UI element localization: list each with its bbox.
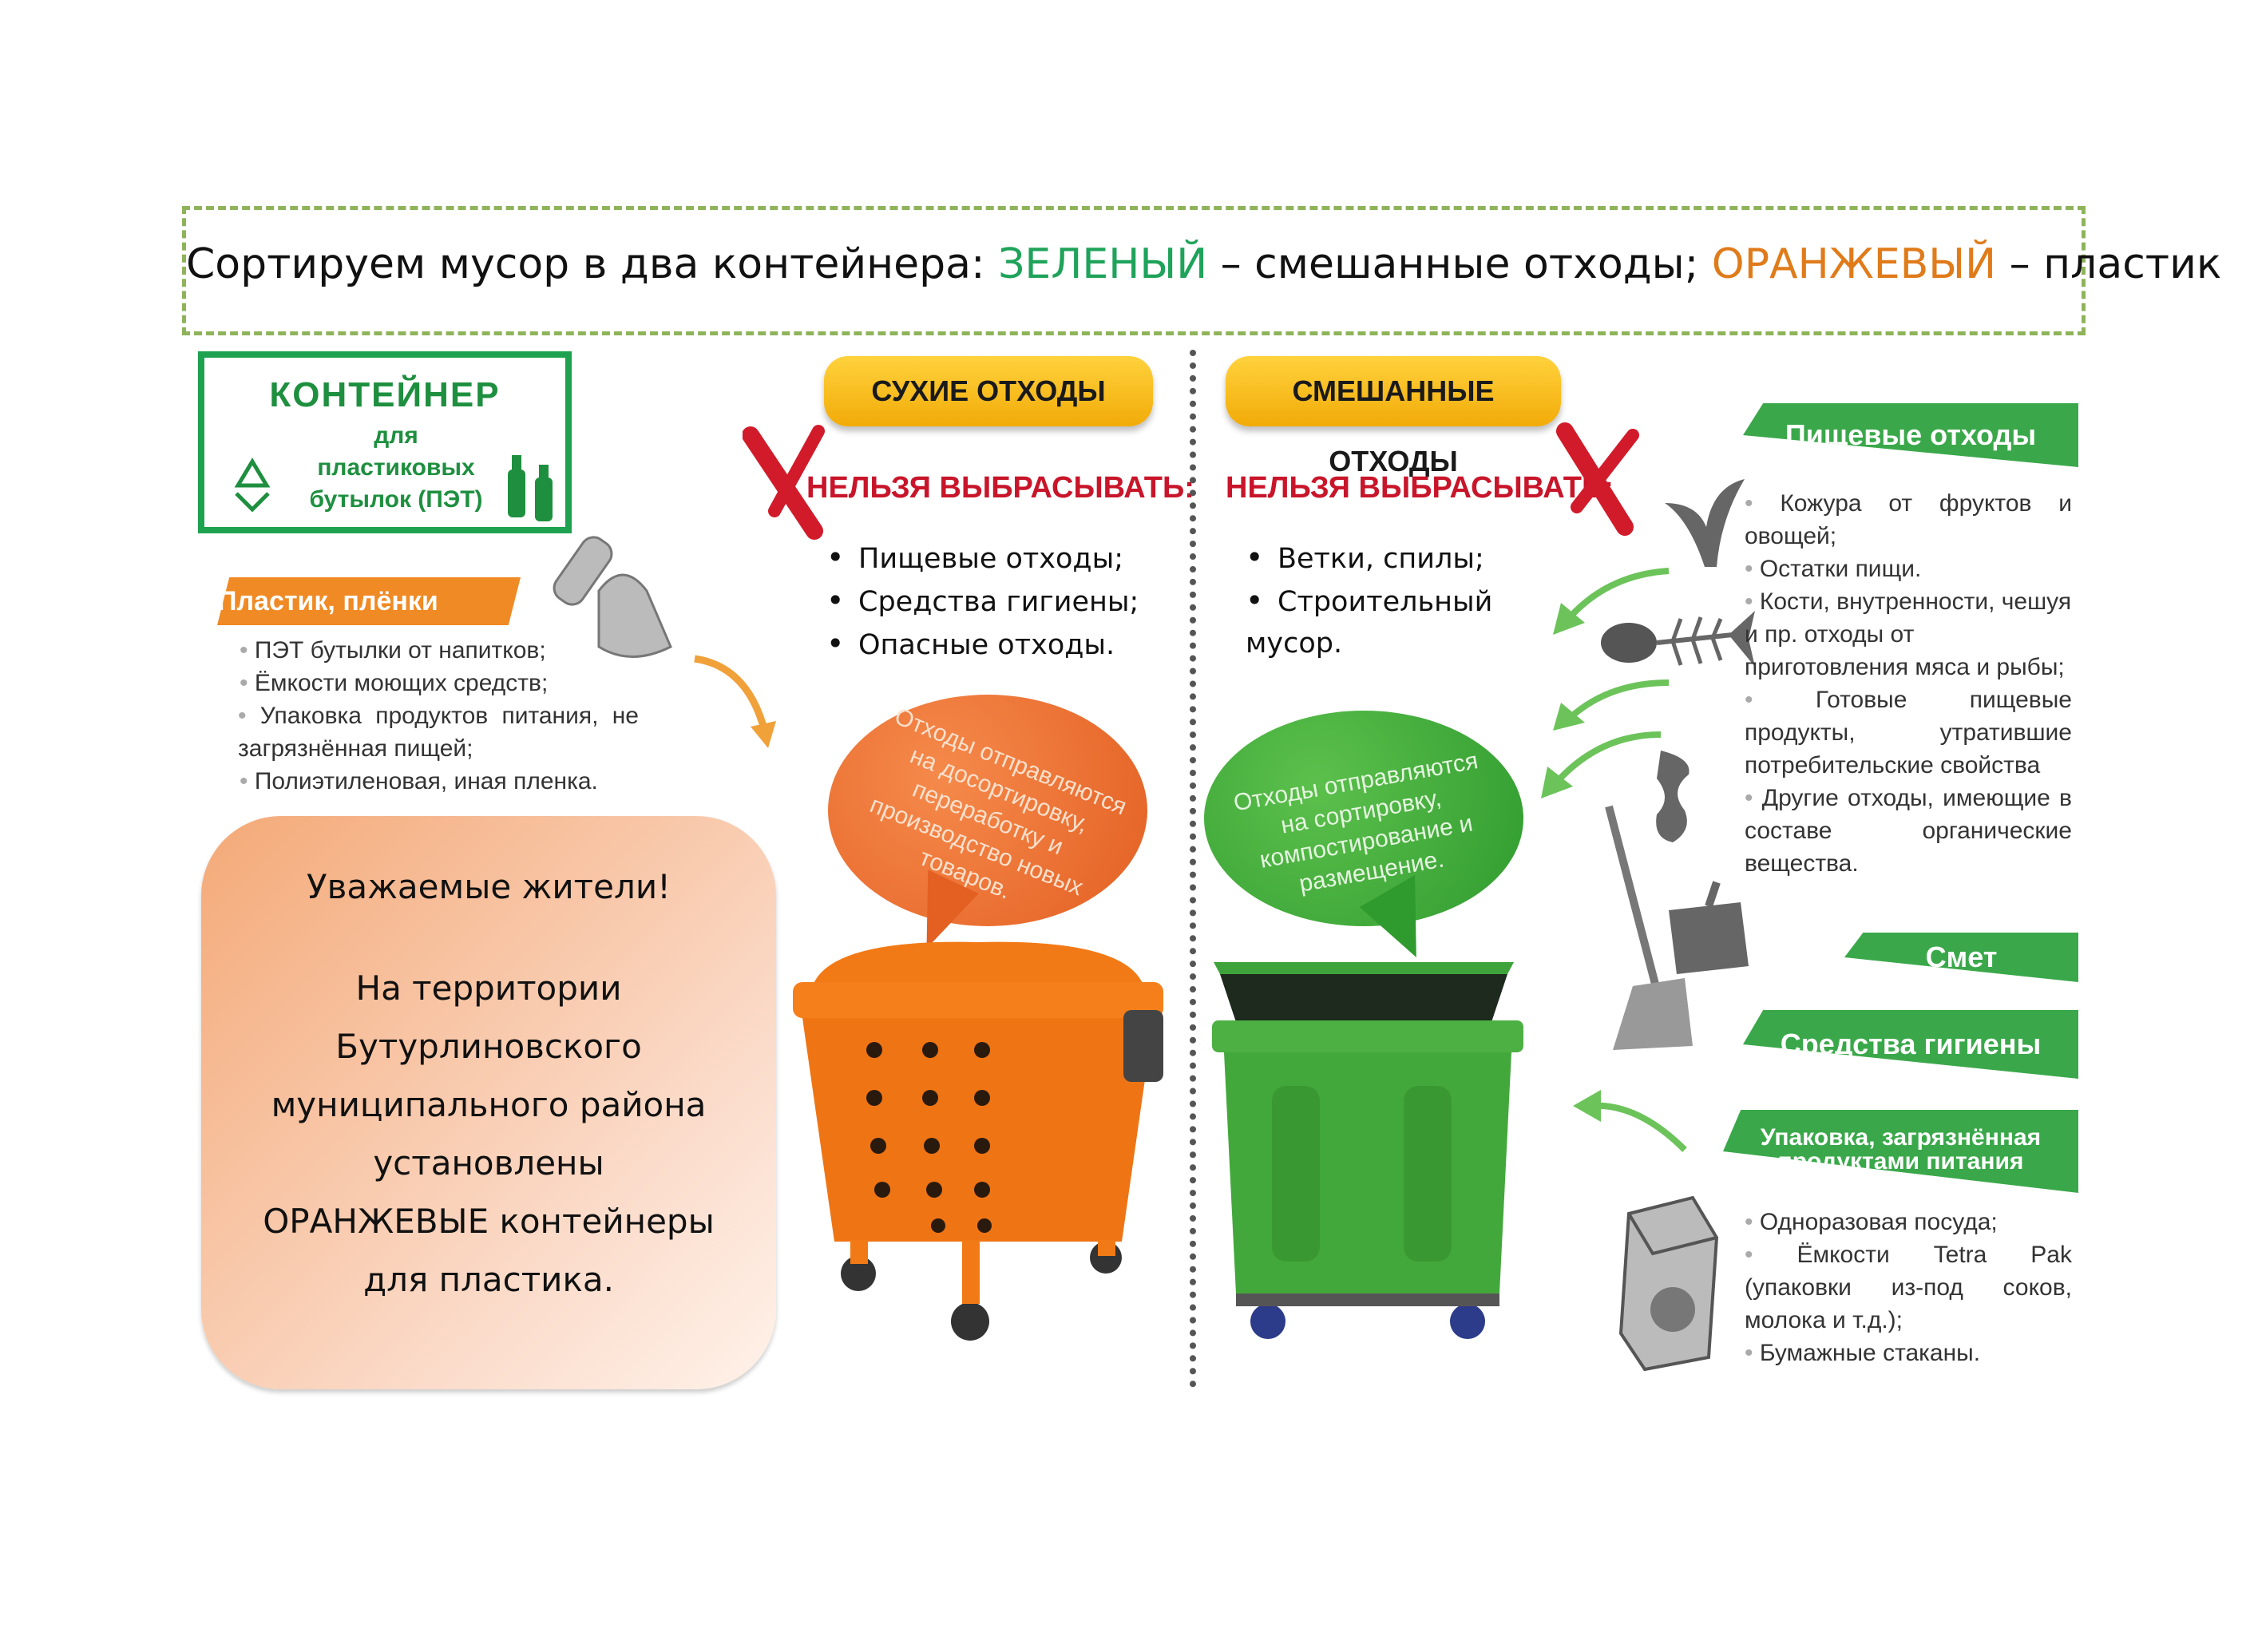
list-item: Средства гигиены; (826, 580, 1178, 623)
list-item: Ветки, спилы; (1246, 537, 1517, 580)
dry-forbidden-list: Пищевые отходы; Средства гигиены; Опасны… (826, 537, 1178, 666)
list-item: • Бумажные стаканы. (1745, 1340, 1981, 1366)
recycle-icon (234, 458, 271, 513)
residents-notice-text: Уважаемые жители! На территории Бутурлин… (201, 858, 776, 1309)
list-item: • Готовые пищевые продукты, утратившие п… (1745, 687, 2072, 778)
list-item: • Одноразовая посуда; (1745, 1209, 1998, 1235)
mixed-forbidden-list: Ветки, спилы; Строительный мусор. (1246, 537, 1517, 664)
arrow-icon (1553, 679, 1670, 731)
red-cross-icon (1556, 422, 1639, 536)
list-item: • Кожура от фруктов и овощей; (1745, 490, 2073, 549)
list-item: • Другие отходы, имеющие в составе орган… (1745, 785, 2072, 877)
container-label: КОНТЕЙНЕР для пластиковых бутылок (ПЭТ) (198, 351, 572, 533)
header-prefix: Сортируем мусор в два контейнера: (186, 240, 999, 288)
header-text: Сортируем мусор в два контейнера: ЗЕЛЕНЫ… (186, 240, 2221, 288)
dry-bubble-text: Отходы отправляются на досортировку, пер… (866, 703, 1131, 905)
plastic-ribbon: Пластик, плёнки (217, 577, 521, 625)
mixed-bubble: Отходы отправляются на сортировку, компо… (1204, 711, 1523, 926)
smet-ribbon: Смет (1844, 933, 2078, 982)
bottle-icon (508, 455, 553, 521)
mixed-forbidden-heading: НЕЛЬЗЯ ВЫБРАСЫВАТЬ: (1226, 471, 1614, 505)
residents-notice: Уважаемые жители! На территории Бутурлин… (201, 816, 776, 1389)
food-list: • Кожура от фруктов и овощей; • Остатки … (1745, 487, 2072, 880)
broom-icon (1605, 805, 1693, 1050)
list-item: • Упаковка продуктов питания, не загрязн… (238, 703, 639, 762)
fish-bone-icon (1601, 611, 1755, 667)
container-label-title: КОНТЕЙНЕР (269, 375, 501, 414)
arrow-icon (694, 655, 776, 748)
container-label-subtitle: для пластиковых бутылок (ПЭТ) (309, 422, 483, 513)
notice-line: ОРАНЖЕВЫЕ контейнеры (263, 1202, 715, 1241)
packaging-list: • Одноразовая посуда; • Ёмкости Tetra Pa… (1745, 1206, 2072, 1369)
mixed-bubble-text: Отходы отправляются на сортировку, компо… (1231, 747, 1480, 897)
mixed-waste-title: СМЕШАННЫЕ ОТХОДЫ (1226, 356, 1561, 477)
packaging-ribbon-line2: продуктами питания (1777, 1148, 2024, 1175)
header-green-word: ЗЕЛЕНЫЙ (998, 240, 1208, 288)
list-item: Строительный мусор. (1246, 580, 1517, 664)
tetra-pak-icon (1618, 1195, 1719, 1372)
arrow-icon (1573, 1090, 1687, 1152)
notice-line: установлены (373, 1143, 604, 1183)
notice-line: муниципального района (271, 1085, 707, 1124)
packaging-ribbon-line1: Упаковка, загрязнённая (1760, 1124, 2042, 1151)
header-orange-word: ОРАНЖЕВЫЙ (1711, 240, 1997, 288)
banana-peel-icon (1665, 479, 1745, 567)
plastic-bag-icon (553, 536, 672, 658)
red-cross-icon (743, 425, 825, 540)
list-item: • Ёмкости Tetra Pak (упаковки из-под сок… (1745, 1242, 2072, 1333)
hygiene-ribbon: Средства гигиены (1743, 1010, 2078, 1079)
dry-waste-title: СУХИЕ ОТХОДЫ (824, 356, 1153, 426)
dry-bubble: Отходы отправляются на досортировку, пер… (828, 695, 1147, 926)
dry-forbidden-heading: НЕЛЬЗЯ ВЫБРАСЫВАТЬ: (806, 471, 1194, 505)
green-bin (1212, 962, 1523, 1339)
food-ribbon: Пищевые отходы (1743, 403, 2078, 467)
arrow-icon (1553, 568, 1670, 635)
list-item: Опасные отходы. (826, 623, 1178, 666)
list-item: • Остатки пищи. (1745, 556, 1922, 582)
orange-bin (793, 941, 1163, 1341)
list-item: • ПЭТ бутылки от напитков; (240, 637, 546, 664)
header-banner: Сортируем мусор в два контейнера: ЗЕЛЕНЫ… (182, 206, 2221, 335)
plastic-list: • ПЭТ бутылки от напитков; • Ёмкости мою… (238, 634, 639, 798)
notice-line: для пластика. (363, 1260, 614, 1299)
arrow-icon (1541, 731, 1662, 798)
list-item: • Полиэтиленовая, иная пленка. (240, 768, 598, 794)
apple-core-icon (1656, 751, 1690, 842)
notice-line: Бутурлиновского (335, 1027, 642, 1066)
packaging-ribbon: Упаковка, загрязнённая продуктами питани… (1723, 1110, 2078, 1193)
list-item: Пищевые отходы; (826, 537, 1178, 580)
dustpan-icon (1669, 881, 1749, 974)
header-middle: – смешанные отходы; (1207, 240, 1712, 288)
section-divider (1190, 350, 1196, 1388)
header-suffix: – пластик (1996, 240, 2222, 288)
list-item: • Ёмкости моющих средств; (240, 670, 549, 696)
notice-line: На территории (355, 969, 622, 1008)
list-item: • Кости, внутренности, чешуя и пр. отход… (1745, 588, 2072, 680)
notice-greeting: Уважаемые жители! (307, 867, 671, 906)
